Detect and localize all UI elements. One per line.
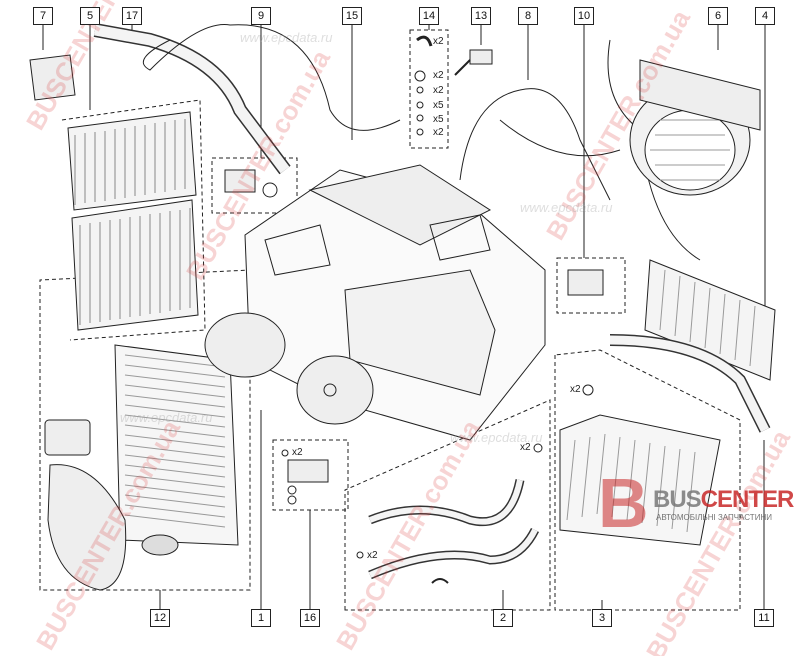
callout-14: 14 [419, 7, 439, 25]
qty-label: x2 [433, 85, 444, 96]
blower-resistor [29, 54, 76, 101]
sensor-13 [469, 49, 493, 65]
heater-housing [204, 164, 546, 441]
actuator-10 [567, 269, 604, 296]
heater-matrix-4 [644, 259, 776, 381]
callout-16: 16 [300, 609, 320, 627]
callout-5: 5 [80, 7, 100, 25]
qty-label: x5 [433, 114, 444, 125]
callout-3: 3 [592, 609, 612, 627]
qty-label: x2 [433, 36, 444, 47]
callout-9: 9 [251, 7, 271, 25]
callout-10: 10 [574, 7, 594, 25]
qty-label: x2 [570, 384, 581, 395]
logo-letter: B [598, 464, 649, 542]
callout-4: 4 [755, 7, 775, 25]
buscenter-logo: B BUSCENTER АВТОМОБІЛЬНІ ЗАПЧАСТИНИ [598, 468, 798, 558]
actuator-9 [224, 169, 256, 193]
qty-label: x2 [433, 70, 444, 81]
expansion-valve [287, 459, 329, 483]
wiring-harness-8 [459, 88, 621, 201]
logo-brand-b: CENTER [700, 486, 795, 513]
fastener-kit [414, 35, 433, 136]
qty-label: x2 [433, 127, 444, 138]
callout-2: 2 [493, 609, 513, 627]
heater-core-3 [559, 384, 721, 546]
callout-8: 8 [518, 7, 538, 25]
coolant-hoses [356, 443, 543, 584]
logo-brand-a: BUS [653, 486, 702, 513]
logo-tagline: АВТОМОБІЛЬНІ ЗАПЧАСТИНИ [656, 513, 772, 522]
callout-17: 17 [122, 7, 142, 25]
callout-15: 15 [342, 7, 362, 25]
qty-label: x5 [433, 100, 444, 111]
callout-7: 7 [33, 7, 53, 25]
blower-motor [629, 59, 761, 196]
qty-label: x2 [292, 447, 303, 458]
wiring-harness-15 [142, 24, 401, 131]
qty-label: x2 [367, 550, 378, 561]
callout-13: 13 [471, 7, 491, 25]
callout-11: 11 [754, 609, 774, 627]
callout-1: 1 [251, 609, 271, 627]
callout-12: 12 [150, 609, 170, 627]
callout-6: 6 [708, 7, 728, 25]
cabin-filters [67, 111, 199, 331]
evaporator [44, 344, 239, 591]
leader-lines [42, 24, 766, 610]
qty-label: x2 [520, 442, 531, 453]
